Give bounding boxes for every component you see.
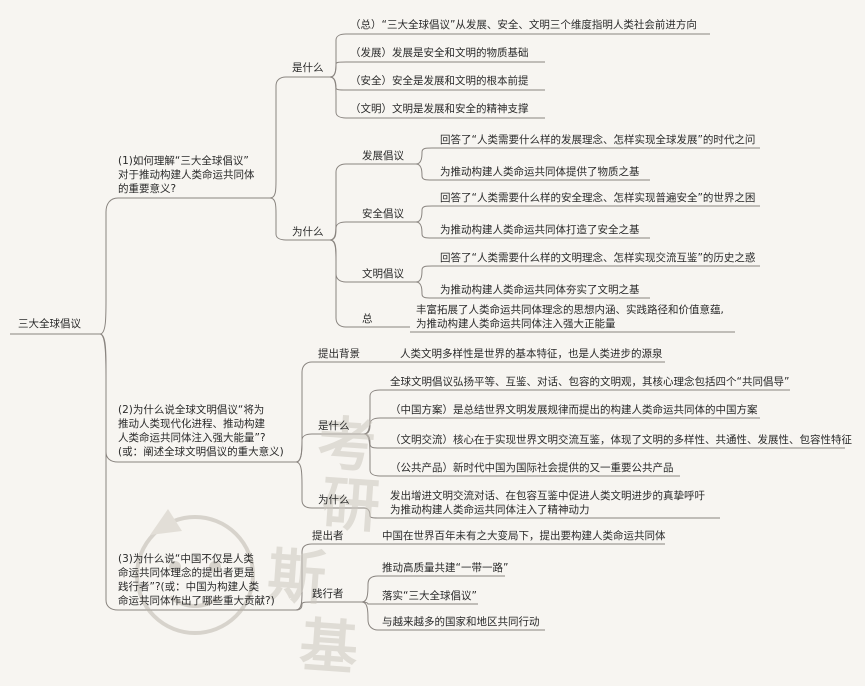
q1-civ-item: 为推动构建人类命运共同体夯实了文明之基 [440, 284, 640, 296]
q3-practitioner-item: 与越来越多的国家和地区共同行动 [382, 616, 540, 628]
question-2: (2)为什么说全球文明倡议“将为 推动人类现代化进程、推动构建 人类命运共同体注… [118, 404, 284, 458]
q1-civ-label: 文明倡议 [362, 268, 404, 280]
question-3: (3)为什么说“中国不仅是人类 命运共同体理念的提出者更是 践行者”?(或：中国… [118, 553, 275, 607]
q1-what-item: （发展）发展是安全和文明的物质基础 [350, 47, 529, 59]
q3-practitioner-label: 践行者 [312, 588, 344, 600]
question-1: (1)如何理解“三大全球倡议” 对于推动构建人类命运共同体 的重要意义? [118, 155, 255, 195]
q1-sec-label: 安全倡议 [362, 208, 404, 220]
q1-why-label: 为什么 [292, 226, 324, 238]
q1-what-item: （总）“三大全球倡议”从发展、安全、文明三个维度指明人类社会前进方向 [350, 19, 697, 31]
q2-what-item: （公共产品）新时代中国为国际社会提供的又一重要公共产品 [390, 462, 674, 474]
q1-dev-label: 发展倡议 [362, 150, 404, 162]
q2-what-item: （中国方案）是总结世界文明发展规律而提出的构建人类命运共同体的中国方案 [390, 404, 758, 416]
q2-what-label: 是什么 [318, 420, 350, 432]
watermark-char: 基 [297, 611, 360, 683]
q3-practitioner-item: 落实“三大全球倡议” [382, 590, 477, 602]
q2-what-item: 全球文明倡议弘扬平等、互鉴、对话、包容的文明观，其核心理念包括四个“共同倡导” [390, 376, 790, 388]
q2-bg-text: 人类文明多样性是世界的基本特征，也是人类进步的源泉 [400, 348, 663, 360]
q1-dev-item: 为推动构建人类命运共同体提供了物质之基 [440, 166, 640, 178]
root-node: 三大全球倡议 [18, 318, 81, 330]
q1-sum-label: 总 [362, 313, 373, 325]
q1-sec-item: 为推动构建人类命运共同体打造了安全之基 [440, 224, 640, 236]
q2-why-text: 发出增进文明交流对话、在包容互鉴中促进人类文明进步的真挚呼吁 为推动构建人类命运… [390, 490, 705, 516]
connector-lines [10, 33, 845, 631]
q2-bg-label: 提出背景 [318, 348, 360, 360]
q1-civ-item: 回答了“人类需要什么样的文明理念、怎样实现交流互鉴”的历史之惑 [440, 252, 756, 264]
q3-proposer-label: 提出者 [312, 530, 344, 542]
q1-what-item: （安全）安全是发展和文明的根本前提 [350, 75, 529, 87]
mascot-watermark-icon [135, 509, 255, 635]
q2-what-item: （文明交流）核心在于实现世界文明交流互鉴，体现了文明的多样性、共通性、发展性、包… [390, 434, 852, 446]
q1-sec-item: 回答了“人类需要什么样的安全理念、怎样实现普遍安全”的世界之困 [440, 192, 756, 204]
q1-what-item: （文明）文明是发展和安全的精神支撑 [350, 103, 529, 115]
q1-sum-text: 丰富拓展了人类命运共同体理念的思想内涵、实践路径和价值意蕴, 为推动构建人类命运… [416, 304, 724, 330]
q3-proposer-text: 中国在世界百年未有之大变局下，提出要构建人类命运共同体 [382, 530, 666, 542]
q1-dev-item: 回答了“人类需要什么样的发展理念、怎样实现全球发展”的时代之问 [440, 134, 756, 146]
q3-practitioner-item: 推动高质量共建“一带一路” [382, 562, 509, 574]
q2-why-label: 为什么 [318, 494, 350, 506]
q1-what-label: 是什么 [292, 62, 324, 74]
